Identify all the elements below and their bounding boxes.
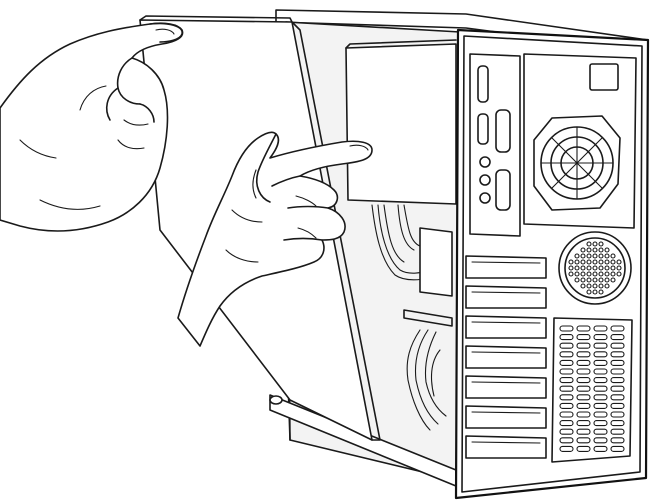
power-switch-icon xyxy=(589,63,619,91)
expansion-slot-cover xyxy=(465,375,547,399)
expansion-slot-cover xyxy=(465,255,547,279)
rear-panel xyxy=(454,28,650,500)
internal-cables xyxy=(371,204,453,431)
fan-grille-icon xyxy=(533,115,621,211)
usb-port-icon xyxy=(477,65,489,103)
expansion-slot-cover xyxy=(465,405,547,429)
right-hand-illustration xyxy=(177,131,373,347)
drive-cage xyxy=(345,39,457,205)
audio-jack-icon xyxy=(479,156,491,168)
expansion-slot-cover xyxy=(465,285,547,309)
expansion-slot-cover xyxy=(465,435,547,459)
grille-vent xyxy=(551,317,633,463)
psu-block xyxy=(523,53,637,229)
audio-jack-icon xyxy=(479,192,491,204)
expansion-slot-cover xyxy=(465,315,547,339)
round-vent-icon xyxy=(558,231,632,305)
video-port-icon xyxy=(495,169,511,211)
audio-jack-icon xyxy=(479,174,491,186)
left-hand-illustration xyxy=(0,22,184,232)
serial-port-icon xyxy=(495,109,511,153)
expansion-slot-cover xyxy=(465,345,547,369)
expansion-slots xyxy=(465,255,547,459)
usb-port-icon xyxy=(477,113,489,145)
io-port-column xyxy=(469,53,521,237)
